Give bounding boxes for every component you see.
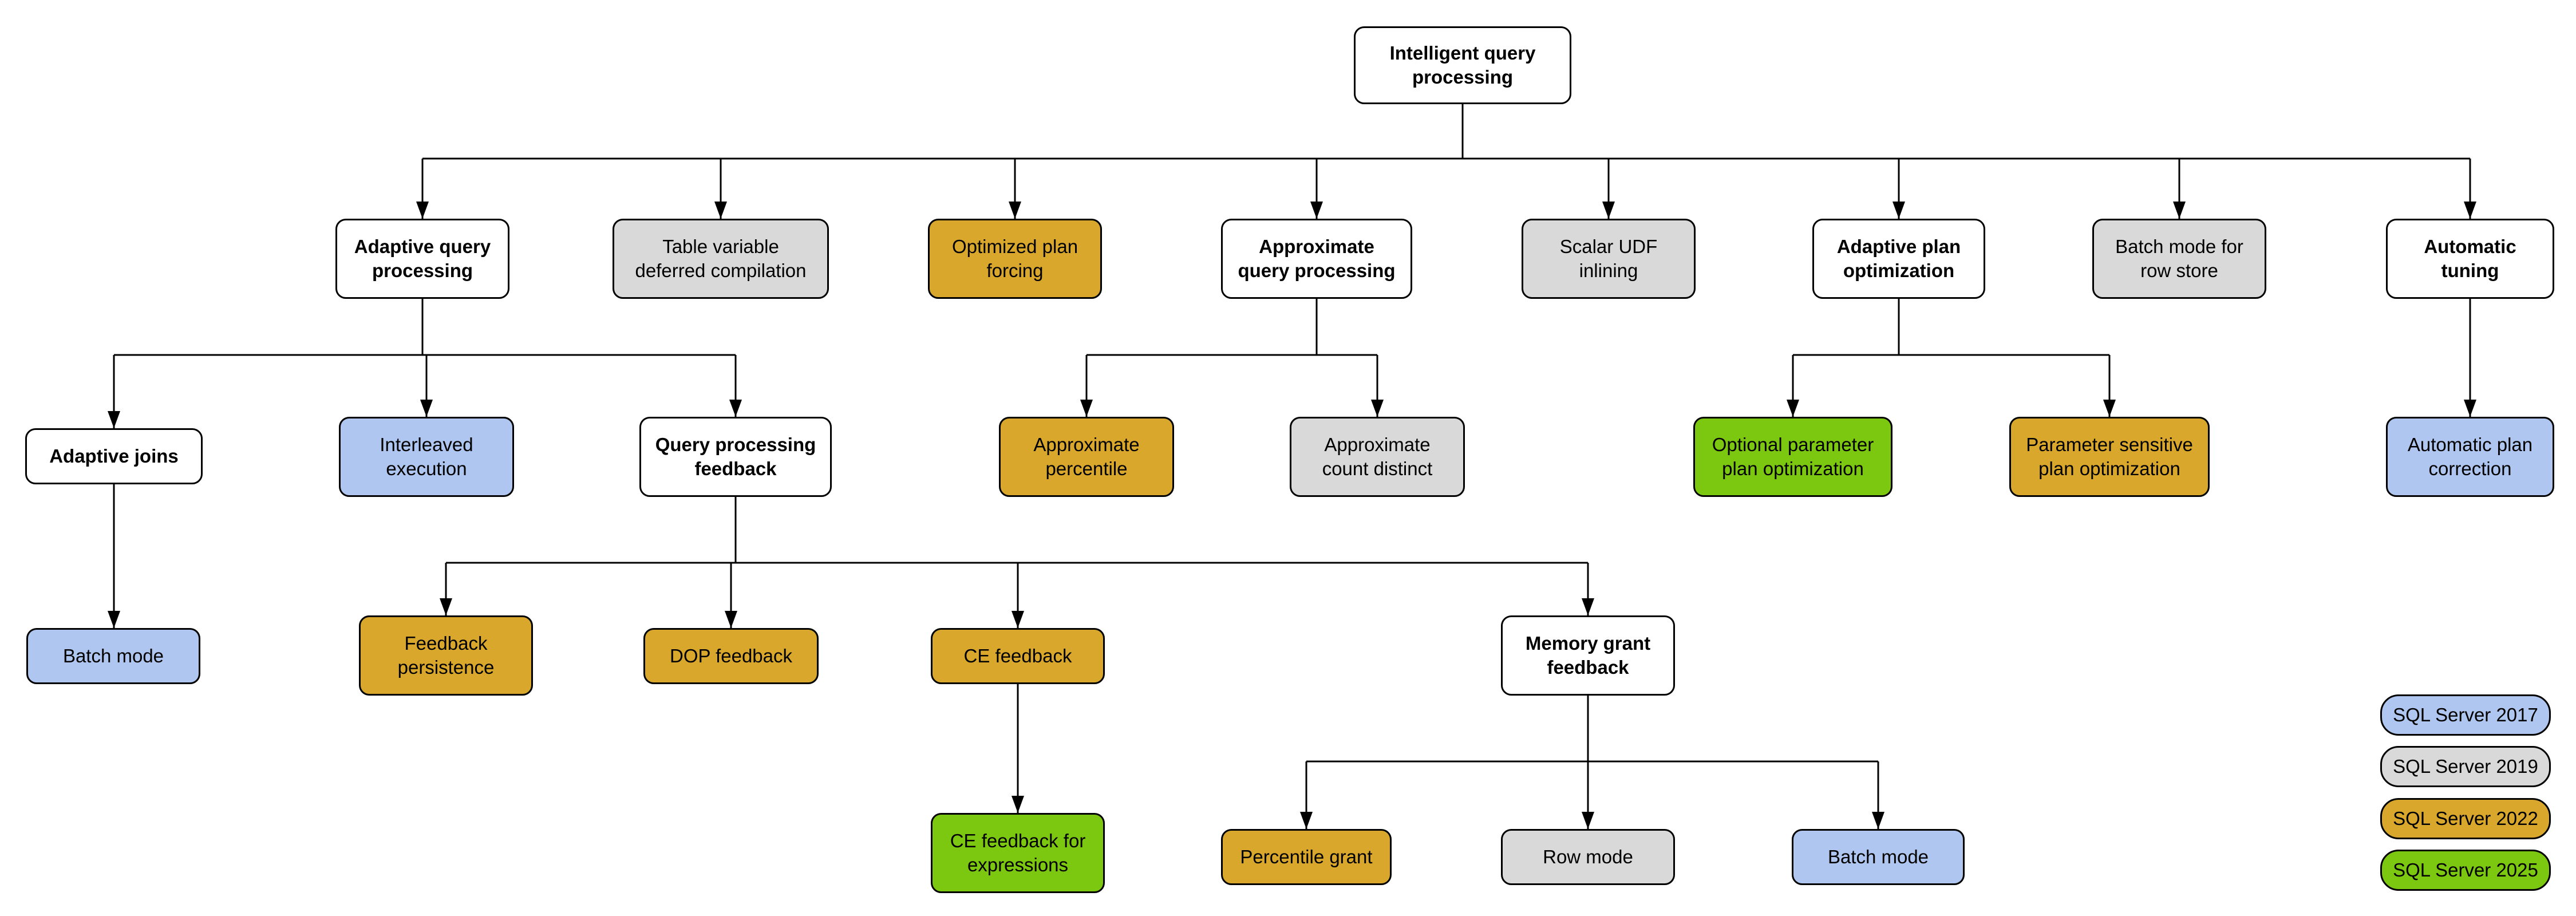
node-approximate-count-distinct: Approximate count distinct <box>1290 417 1465 497</box>
legend-sql-server-2022: SQL Server 2022 <box>2380 798 2551 839</box>
node-ce-feedback-for-expressions: CE feedback for expressions <box>931 813 1105 893</box>
node-feedback-persistence: Feedback persistence <box>359 615 533 696</box>
node-automatic-plan-correction: Automatic plan correction <box>2386 417 2554 497</box>
node-ce-feedback: CE feedback <box>931 628 1105 684</box>
node-percentile-grant: Percentile grant <box>1221 829 1392 885</box>
node-row-mode: Row mode <box>1501 829 1675 885</box>
node-adaptive-plan-optimization: Adaptive plan optimization <box>1812 219 1985 299</box>
legend-sql-server-2025: SQL Server 2025 <box>2380 850 2551 891</box>
node-interleaved-execution: Interleaved execution <box>339 417 514 497</box>
node-intelligent-query-processing: Intelligent query processing <box>1354 26 1571 104</box>
node-adaptive-query-processing: Adaptive query processing <box>335 219 509 299</box>
node-automatic-tuning: Automatic tuning <box>2386 219 2554 299</box>
node-parameter-sensitive-plan-optimization: Parameter sensitive plan optimization <box>2009 417 2210 497</box>
node-approximate-percentile: Approximate percentile <box>999 417 1174 497</box>
node-batch-mode-adaptive-joins: Batch mode <box>26 628 200 684</box>
node-optimized-plan-forcing: Optimized plan forcing <box>928 219 1102 299</box>
node-table-variable-deferred-compilation: Table variable deferred compilation <box>613 219 829 299</box>
node-scalar-udf-inlining: Scalar UDF inlining <box>1522 219 1696 299</box>
legend-sql-server-2017: SQL Server 2017 <box>2380 694 2551 736</box>
legend-sql-server-2019: SQL Server 2019 <box>2380 746 2551 787</box>
node-batch-mode-for-row-store: Batch mode for row store <box>2092 219 2266 299</box>
node-memory-grant-feedback: Memory grant feedback <box>1501 615 1675 696</box>
node-optional-parameter-plan-optimization: Optional parameter plan optimization <box>1693 417 1893 497</box>
node-batch-mode-memory-grant: Batch mode <box>1792 829 1965 885</box>
node-approximate-query-processing: Approximate query processing <box>1221 219 1412 299</box>
node-adaptive-joins: Adaptive joins <box>25 428 203 484</box>
node-query-processing-feedback: Query processing feedback <box>639 417 832 497</box>
node-dop-feedback: DOP feedback <box>643 628 819 684</box>
